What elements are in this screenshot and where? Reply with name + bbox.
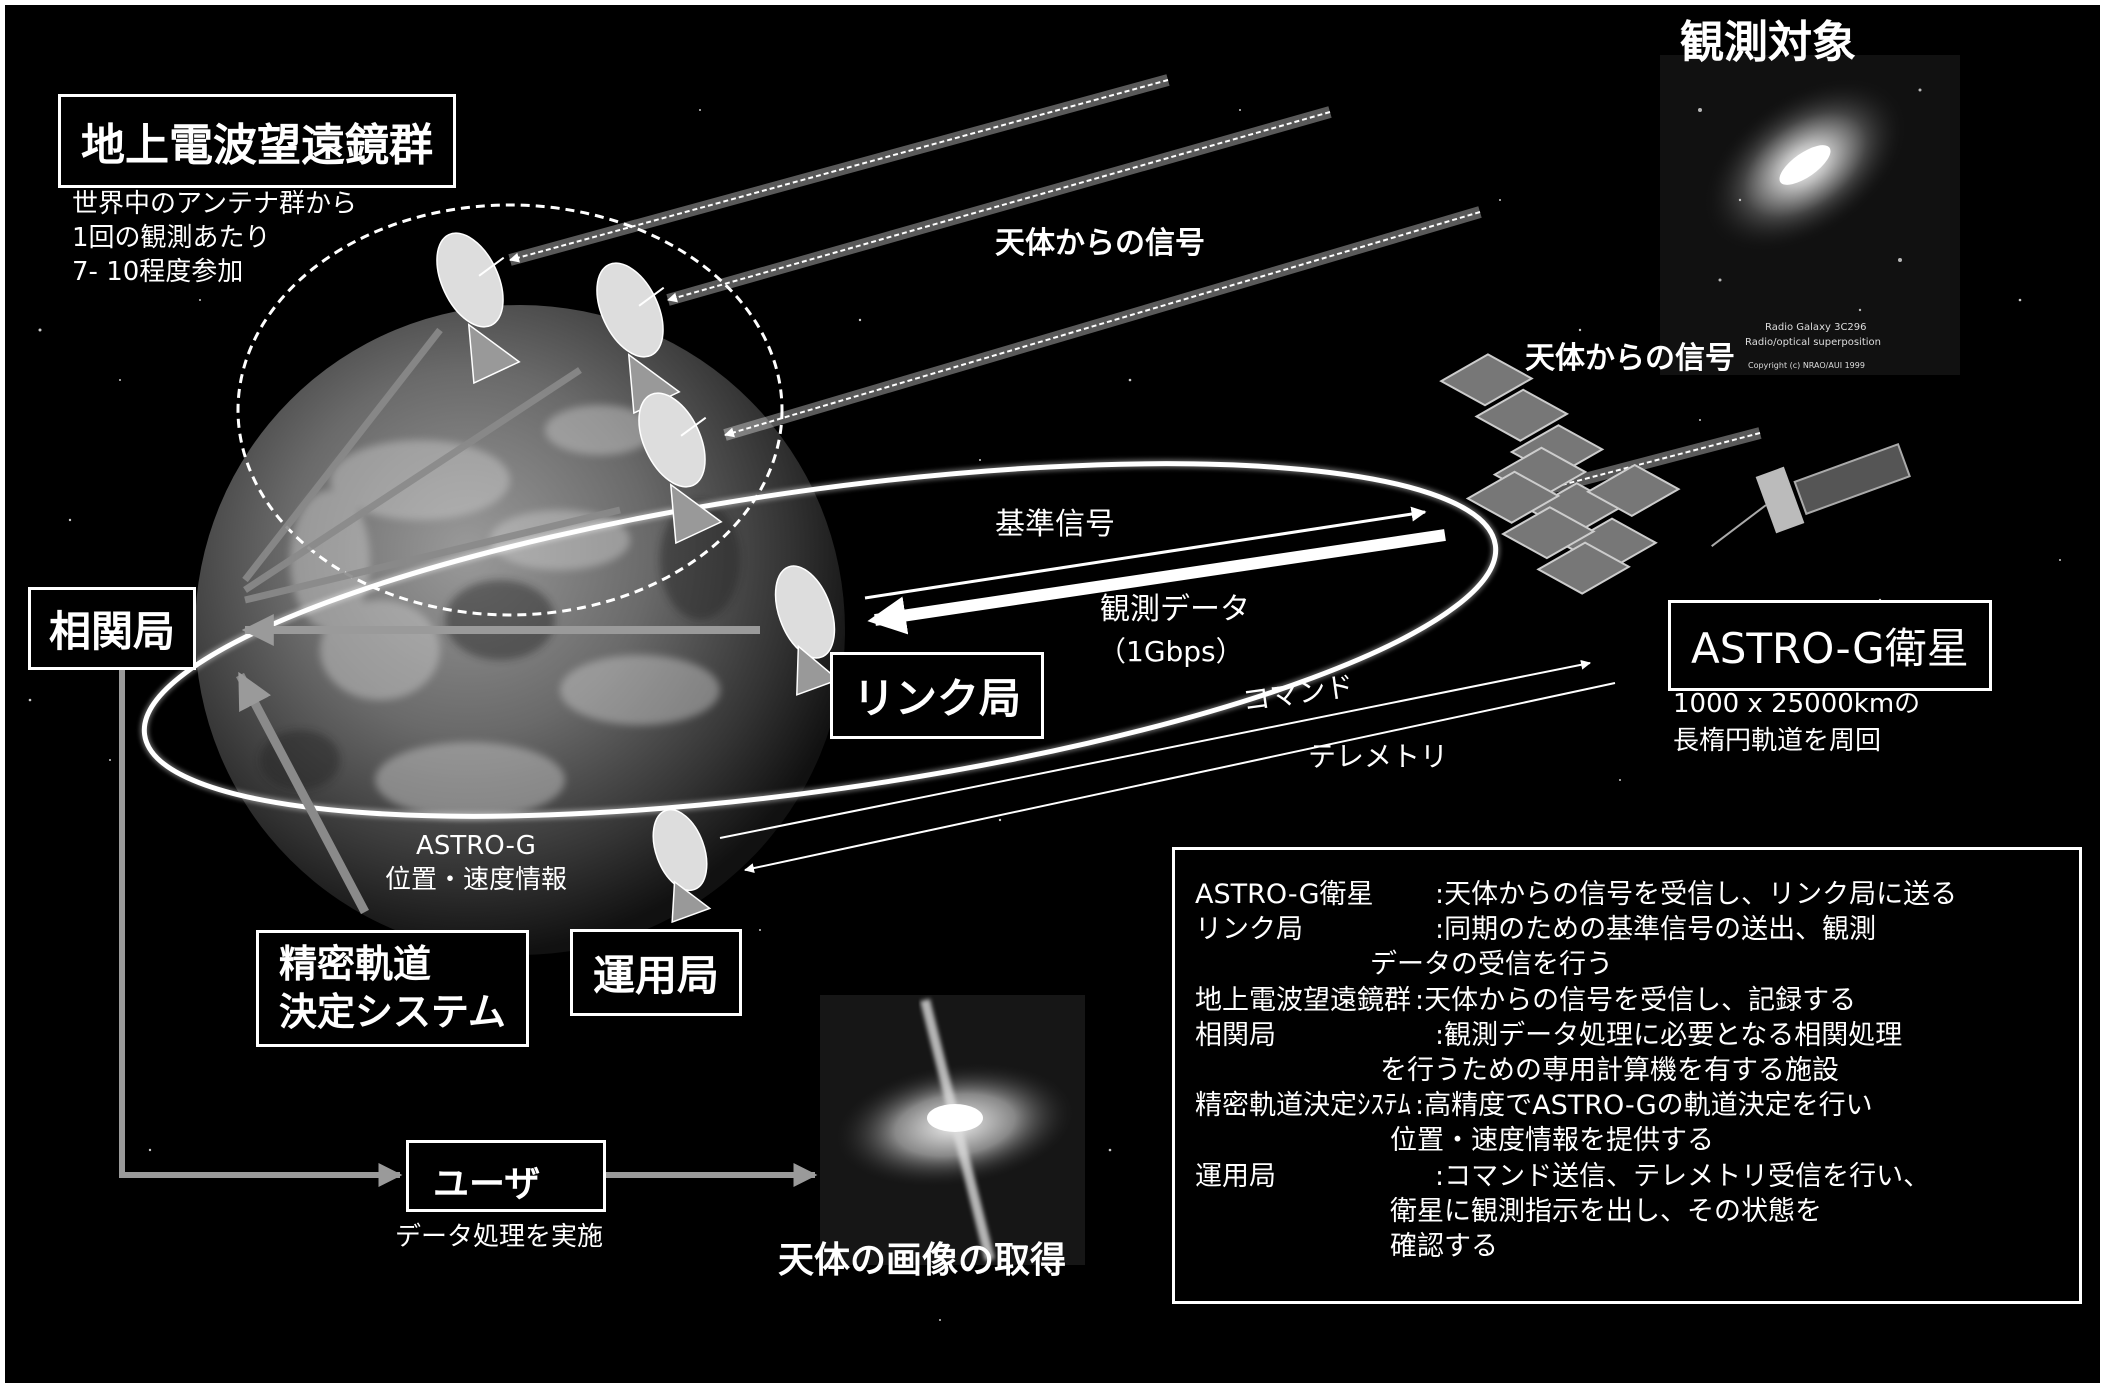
operations-box: 運用局 xyxy=(570,929,743,1016)
legend-description: :観測データ処理に必要となる相関処理 xyxy=(1435,1019,1903,1051)
image-caption: 天体の画像の取得 xyxy=(778,1240,1067,1281)
user-note: データ処理を実施 xyxy=(395,1222,604,1252)
legend-term: 地上電波望遠鏡群 xyxy=(1195,984,1411,1016)
satellite-box: ASTRO-G衛星 xyxy=(1668,600,1992,691)
legend-description: :天体からの信号を受信し、記録する xyxy=(1415,984,1857,1016)
radio-galaxy-image xyxy=(820,995,1085,1265)
antenna-correlator-lines xyxy=(242,327,621,604)
correlator-to-user-line xyxy=(119,670,403,1187)
reference-signal-label: 基準信号 xyxy=(995,507,1115,542)
legend-description-box: ASTRO-G衛星 :天体からの信号を受信し、リンク局に送るリンク局 :同期のための… xyxy=(1172,847,2082,1304)
satellite-orbit xyxy=(139,459,1501,821)
galaxy-image xyxy=(1660,55,1960,375)
legend-description: 確認する xyxy=(1390,1231,1498,1262)
galaxy-caption-1: Radio Galaxy 3C296 xyxy=(1765,322,1867,333)
galaxy-caption-3: Copyright (c) NRAO/AUI 1999 xyxy=(1748,361,1865,370)
ground-telescopes-note: 世界中のアンテナ群から 1回の観測あたり 7- 10程度参加 xyxy=(72,189,357,287)
astro-g-info-label: ASTRO-G 位置・速度情報 xyxy=(385,831,568,895)
legend-term: ASTRO-G衛星 xyxy=(1195,879,1374,910)
stars xyxy=(28,109,2061,1321)
galaxy-caption-2: Radio/optical superposition xyxy=(1745,337,1881,348)
legend-term: 精密軌道決定ｼｽﾃﾑ xyxy=(1195,1090,1411,1122)
orbit-to-correlator xyxy=(236,671,369,915)
orbit-line-2: 長楕円軌道を周回 xyxy=(1673,726,1882,756)
legend-term: 運用局 xyxy=(1195,1160,1276,1192)
legend-description: データの受信を行う xyxy=(1370,949,1613,981)
reference-signal-arrow xyxy=(864,506,1427,600)
ground-telescopes-title: 地上電波望遠鏡群 xyxy=(58,94,456,188)
signal-label-top: 天体からの信号 xyxy=(995,226,1205,261)
antenna-group-outline xyxy=(236,203,784,617)
precise-orbit-box: 精密軌道 決定システム xyxy=(256,930,529,1047)
legend-description: 位置・速度情報を提供する xyxy=(1390,1125,1714,1157)
signal-label-right: 天体からの信号 xyxy=(1525,341,1735,376)
observation-data-arrow xyxy=(867,529,1446,635)
link-station-box: リンク局 xyxy=(830,652,1045,739)
legend-description: :高精度でASTRO-Gの軌道決定を行い xyxy=(1415,1090,1873,1122)
observation-target-title: 観測対象 xyxy=(1680,17,1856,68)
telemetry-label: テレメトリ xyxy=(1308,740,1449,773)
legend-description: :同期のための基準信号の送出、観測 xyxy=(1435,914,1877,946)
satellite-icon xyxy=(1439,353,1911,595)
observation-data-label: 観測データ xyxy=(1100,592,1250,627)
legend-description: 衛星に観測指示を出し、その状態を xyxy=(1390,1195,1822,1227)
legend-term: リンク局 xyxy=(1195,914,1303,946)
command-arrow xyxy=(719,659,1591,839)
correlator-box: 相関局 xyxy=(28,587,197,670)
legend-description: を行うための専用計算機を有する施設 xyxy=(1380,1055,1839,1086)
user-box: ユーザ xyxy=(406,1140,606,1212)
orbit-line-1: 1000 x 25000kmの xyxy=(1673,689,1921,719)
telemetry-arrow xyxy=(744,682,1616,873)
legend-description: :天体からの信号を受信し、リンク局に送る xyxy=(1435,879,1958,910)
legend-description: :コマンド送信、テレメトリ受信を行い、 xyxy=(1435,1160,1931,1192)
observation-rate-label: （1Gbps） xyxy=(1098,635,1244,668)
antenna-icon xyxy=(436,232,840,924)
signal-beams xyxy=(508,74,1762,498)
legend-term: 相関局 xyxy=(1195,1019,1276,1051)
